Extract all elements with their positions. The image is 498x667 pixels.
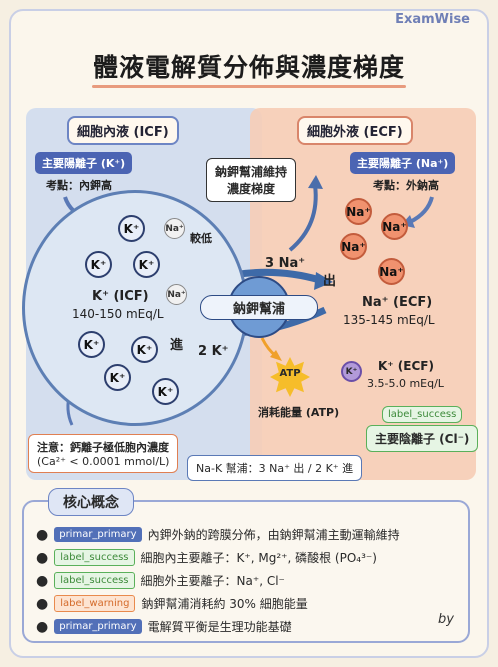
gradient-arrow xyxy=(288,184,318,252)
bullet-dot: ● xyxy=(36,549,49,566)
calcium-note-line2: (Ca²⁺ < 0.0001 mmol/L) xyxy=(37,455,170,468)
ecf-na-range: 135-145 mEq/L xyxy=(343,313,435,327)
ecf-na-ion: Na⁺ xyxy=(381,213,408,240)
ecf-na-label: Na⁺ (ECF) xyxy=(362,295,433,310)
na-out-count: 3 Na⁺ xyxy=(265,256,306,271)
icf-na-low-label: 較低 xyxy=(190,232,212,245)
item-text: 細胞內主要離子：K⁺, Mg²⁺, 磷酸根 (PO₄³⁻) xyxy=(140,551,377,565)
icf-na-ion: Na⁺ xyxy=(164,218,185,239)
calcium-note-line1: 注意：鈣離子極低胞內濃度 xyxy=(37,441,169,454)
in-label: 進 xyxy=(170,338,184,353)
gradient-note-line2: 濃度梯度 xyxy=(227,182,276,196)
item-text: 內鉀外鈉的跨膜分佈，由鈉鉀幫浦主動運輸維持 xyxy=(147,528,400,542)
ecf-header: 細胞外液 (ECF) xyxy=(297,116,413,145)
list-item: ● primar_primary 內鉀外鈉的跨膜分佈，由鈉鉀幫浦主動運輸維持 xyxy=(36,526,400,543)
ecf-na-ion: Na⁺ xyxy=(345,198,372,225)
icf-k-range: 140-150 mEq/L xyxy=(72,307,164,321)
list-item: ● primar_primary 電解質平衡是生理功能基礎 xyxy=(36,618,292,635)
icf-k-ion: K⁺ xyxy=(133,251,160,278)
icf-k-ion: K⁺ xyxy=(131,336,158,363)
calcium-note: 注意：鈣離子極低胞內濃度 (Ca²⁺ < 0.0001 mmol/L) xyxy=(28,434,179,473)
item-tag: label_warning xyxy=(54,595,136,612)
icf-exam-point: 考點：內鉀高 xyxy=(46,179,112,192)
pump-summary: Na-K 幫浦：3 Na⁺ 出 / 2 K⁺ 進 xyxy=(187,455,363,481)
item-text: 鈉鉀幫浦消耗約 30% 細胞能量 xyxy=(141,597,308,611)
item-tag: primar_primary xyxy=(54,619,142,634)
ecf-k-ion: K⁺ xyxy=(341,361,362,382)
list-item: ● label_success 細胞內主要離子：K⁺, Mg²⁺, 磷酸根 (P… xyxy=(36,549,377,566)
item-text: 細胞外主要離子：Na⁺, Cl⁻ xyxy=(140,574,285,588)
icf-k-label: K⁺ (ICF) xyxy=(92,289,149,304)
icf-k-ion: K⁺ xyxy=(85,251,112,278)
gradient-note: 鈉鉀幫浦維持 濃度梯度 xyxy=(206,158,297,202)
brand-logo: ExamWise xyxy=(395,12,470,27)
pump-label: 鈉鉀幫浦 xyxy=(200,295,318,320)
ecf-pointer-arrow xyxy=(409,196,434,224)
atp-arrowhead xyxy=(270,350,282,361)
signature: by xyxy=(438,612,454,627)
icf-header: 細胞內液 (ICF) xyxy=(67,116,179,145)
ecf-k-label: K⁺ (ECF) xyxy=(378,359,434,373)
item-tag: label_success xyxy=(54,549,135,566)
bullet-dot: ● xyxy=(36,618,49,635)
bullet-dot: ● xyxy=(36,595,49,612)
title-underline xyxy=(92,85,406,88)
energy-label: 消耗能量 (ATP) xyxy=(258,406,340,419)
ecf-na-ion: Na⁺ xyxy=(340,233,367,260)
k-in-count: 2 K⁺ xyxy=(198,344,229,359)
out-label: 出 xyxy=(323,274,337,289)
ecf-k-range: 3.5-5.0 mEq/L xyxy=(367,377,444,390)
bullet-dot: ● xyxy=(36,526,49,543)
na-out-arrowhead xyxy=(314,272,333,290)
icf-k-ion: K⁺ xyxy=(104,364,131,391)
item-text: 電解質平衡是生理功能基礎 xyxy=(147,620,292,634)
icf-k-ion: K⁺ xyxy=(78,331,105,358)
ecf-main-cation-tag: 主要陽離子 (Na⁺) xyxy=(350,152,456,174)
item-tag: label_success xyxy=(54,572,135,589)
ecf-na-ion: Na⁺ xyxy=(378,258,405,285)
list-item: ● label_success 細胞外主要離子：Na⁺, Cl⁻ xyxy=(36,572,285,589)
atp-star-icon xyxy=(270,357,310,397)
ecf-exam-point: 考點：外鈉高 xyxy=(373,179,439,192)
core-concepts-header: 核心概念 xyxy=(48,488,134,516)
bullet-dot: ● xyxy=(36,572,49,589)
page-title: 體液電解質分佈與濃度梯度 xyxy=(92,53,405,82)
gradient-note-line1: 鈉鉀幫浦維持 xyxy=(215,165,288,179)
icf-k-ion: K⁺ xyxy=(118,215,145,242)
anion-tag: label_success xyxy=(382,406,463,423)
icf-main-cation-tag: 主要陽離子 (K⁺) xyxy=(35,152,133,174)
icf-na-ion: Na⁺ xyxy=(166,284,187,305)
icf-k-ion: K⁺ xyxy=(152,378,179,405)
list-item: ● label_warning 鈉鉀幫浦消耗約 30% 細胞能量 xyxy=(36,595,308,612)
atp-label: ATP xyxy=(279,368,301,379)
ecf-anion-label: 主要陰離子 (Cl⁻) xyxy=(366,425,479,452)
gradient-arrowhead xyxy=(308,175,323,189)
item-tag: primar_primary xyxy=(54,527,142,542)
